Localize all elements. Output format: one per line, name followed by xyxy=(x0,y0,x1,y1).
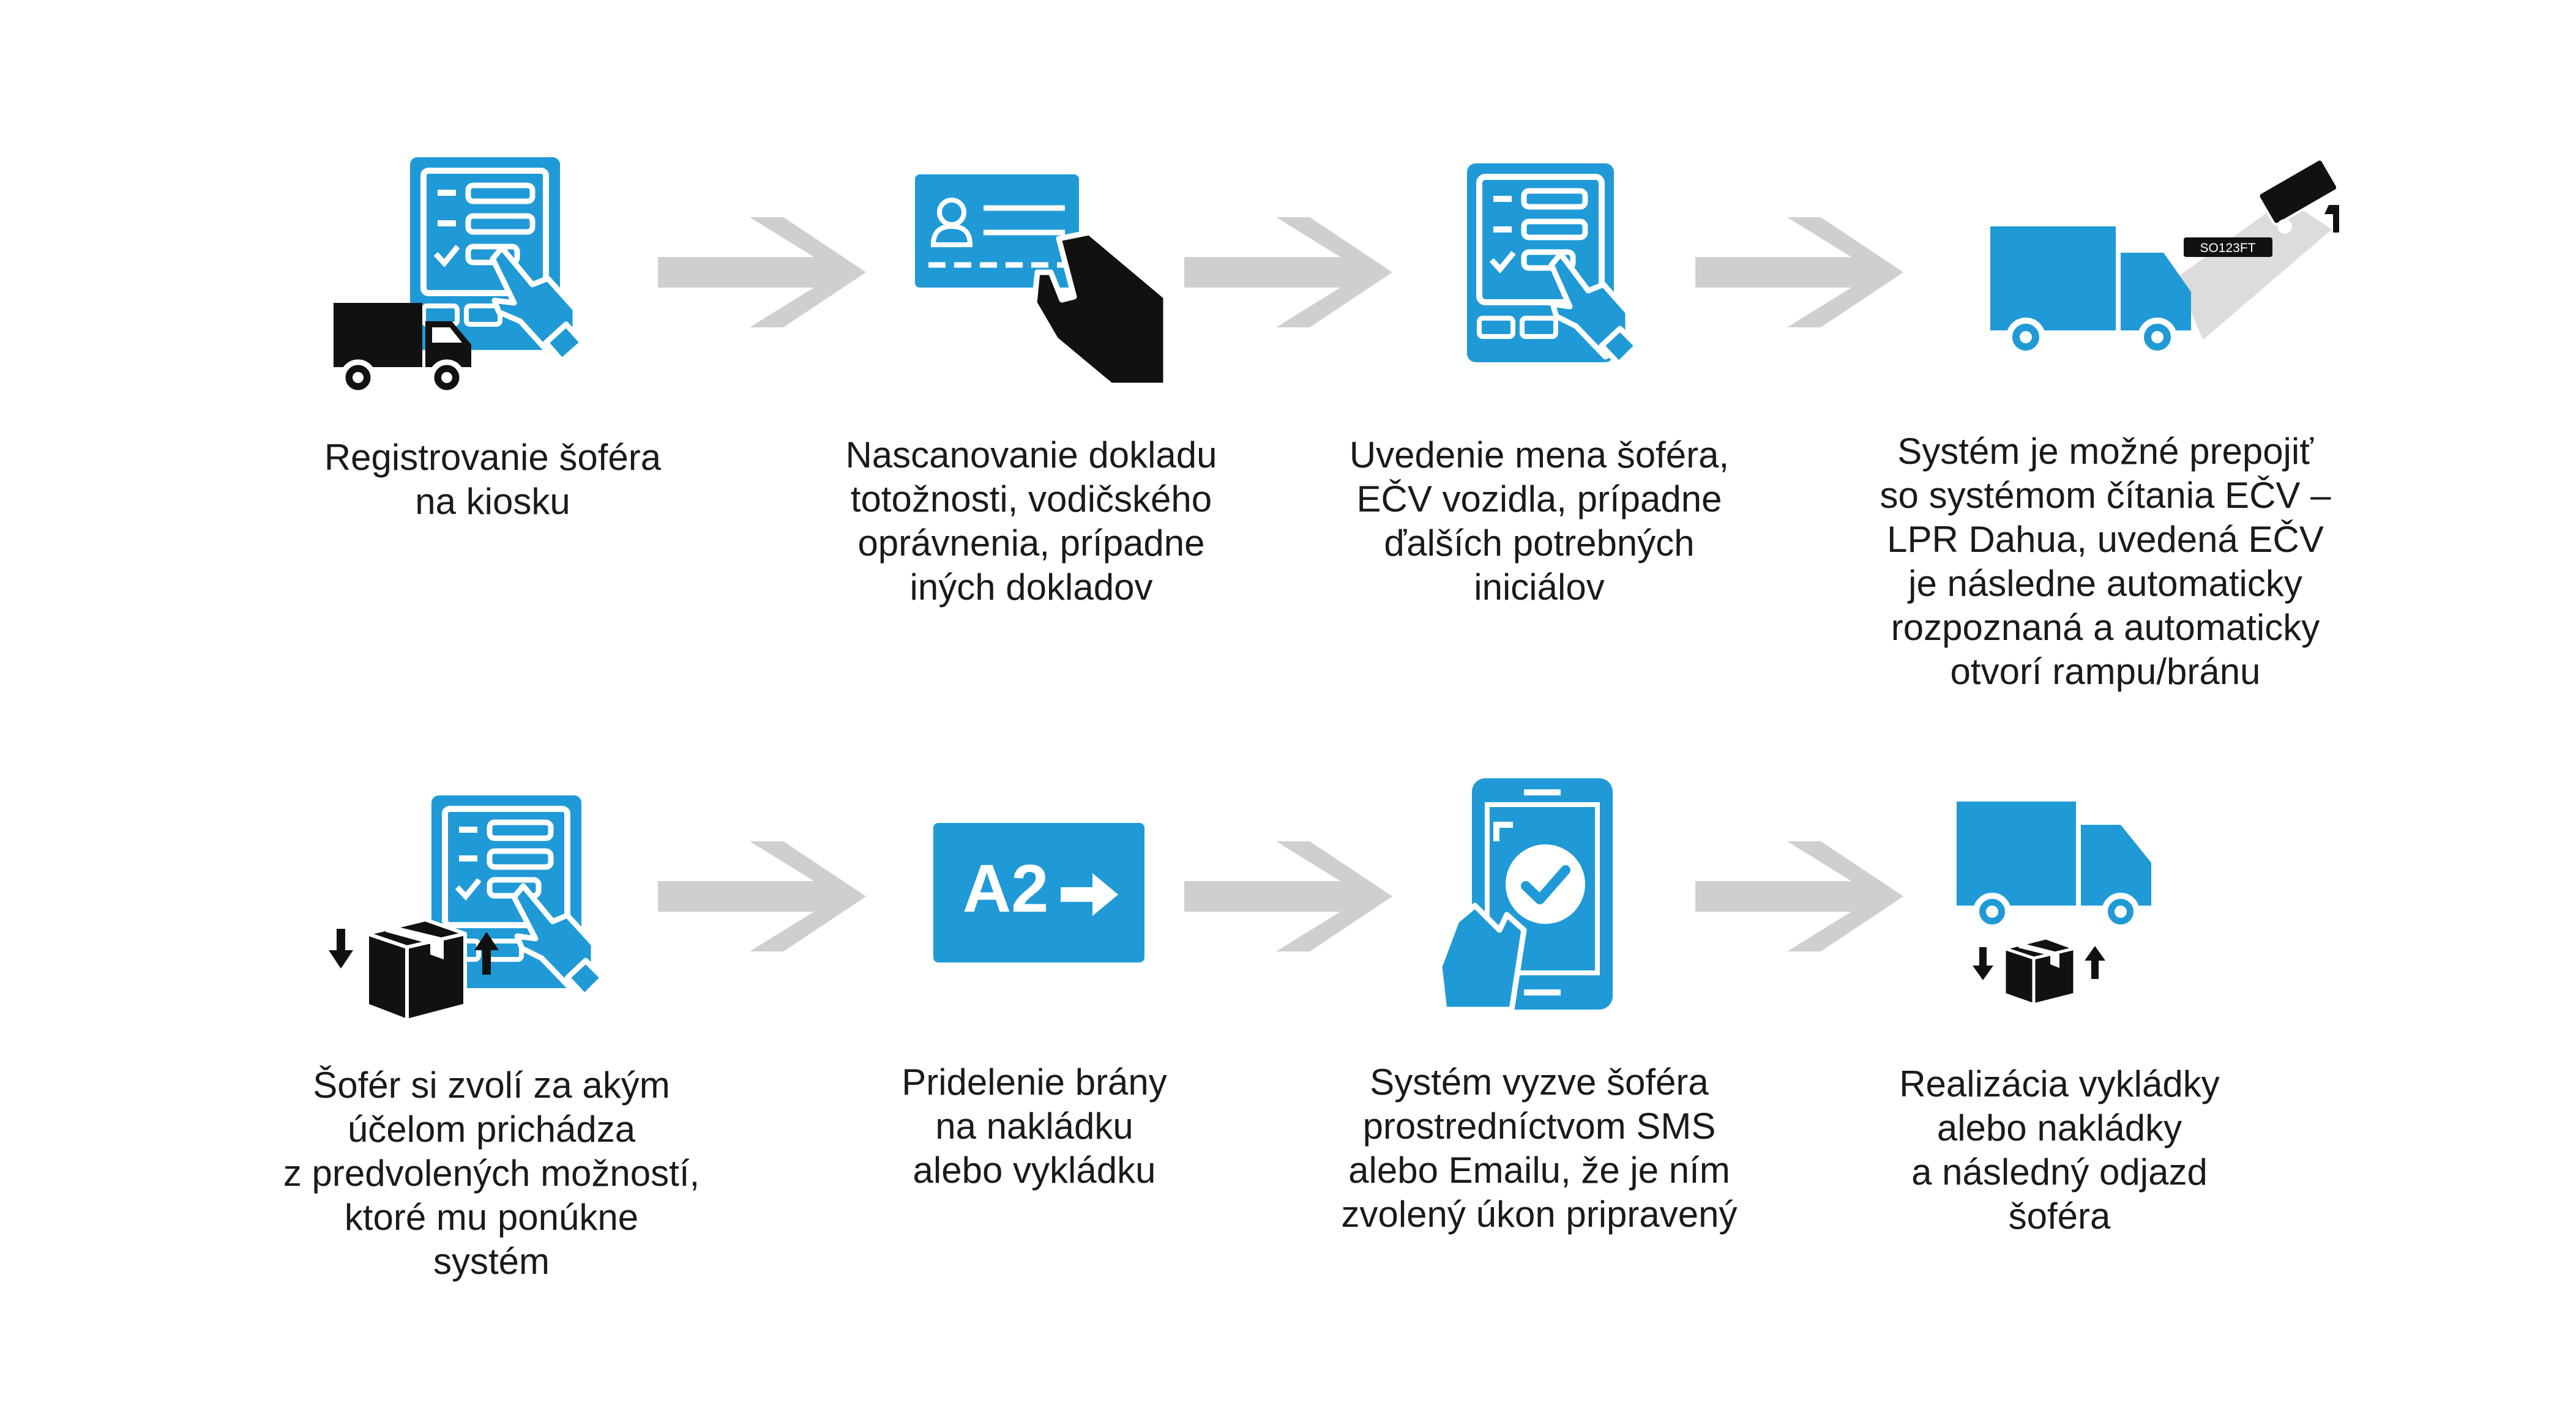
gate-label: A2 xyxy=(963,851,1049,926)
step-7-caption: Systém vyzve šoféra prostredníctvom SMS … xyxy=(1341,1062,1738,1235)
step-8-caption: Realizácia vykládky alebo nakládky a nás… xyxy=(1899,1063,2220,1237)
kiosk-purpose-select-icon xyxy=(329,795,606,1022)
gate-sign-icon: A2 xyxy=(933,823,1144,962)
id-card-scan-icon xyxy=(915,174,1169,389)
step-3-caption: Uvedenie mena šoféra, EČV vozidla, prípa… xyxy=(1349,434,1730,608)
flow-arrow-4 xyxy=(658,841,866,951)
flow-arrow-5 xyxy=(1184,841,1392,951)
phone-notification-icon xyxy=(1436,778,1613,1013)
truck-loading-icon xyxy=(1957,802,2151,1007)
kiosk-form-icon xyxy=(1467,163,1640,367)
step-4-caption: Systém je možné prepojiť so systémom čít… xyxy=(1880,431,2331,692)
step-2-caption: Nascanovanie dokladu totožnosti, vodičsk… xyxy=(845,434,1217,608)
flow-arrow-6 xyxy=(1695,841,1903,951)
flow-arrow-2 xyxy=(1184,217,1392,327)
flow-arrow-1 xyxy=(658,217,866,327)
arrow-right-icon xyxy=(1061,873,1118,916)
license-plate-text: SO123FT xyxy=(2200,241,2255,255)
step-5-caption: Šofér si zvolí za akým účelom prichádza … xyxy=(283,1065,700,1282)
lpr-camera-truck-icon: SO123FT xyxy=(1990,158,2339,357)
flow-arrow-3 xyxy=(1695,217,1903,327)
step-1-caption: Registrovanie šoféra na kiosku xyxy=(324,437,662,522)
kiosk-with-truck-icon xyxy=(334,157,586,396)
step-6-caption: Pridelenie brány na nakládku alebo vyklá… xyxy=(902,1062,1167,1191)
